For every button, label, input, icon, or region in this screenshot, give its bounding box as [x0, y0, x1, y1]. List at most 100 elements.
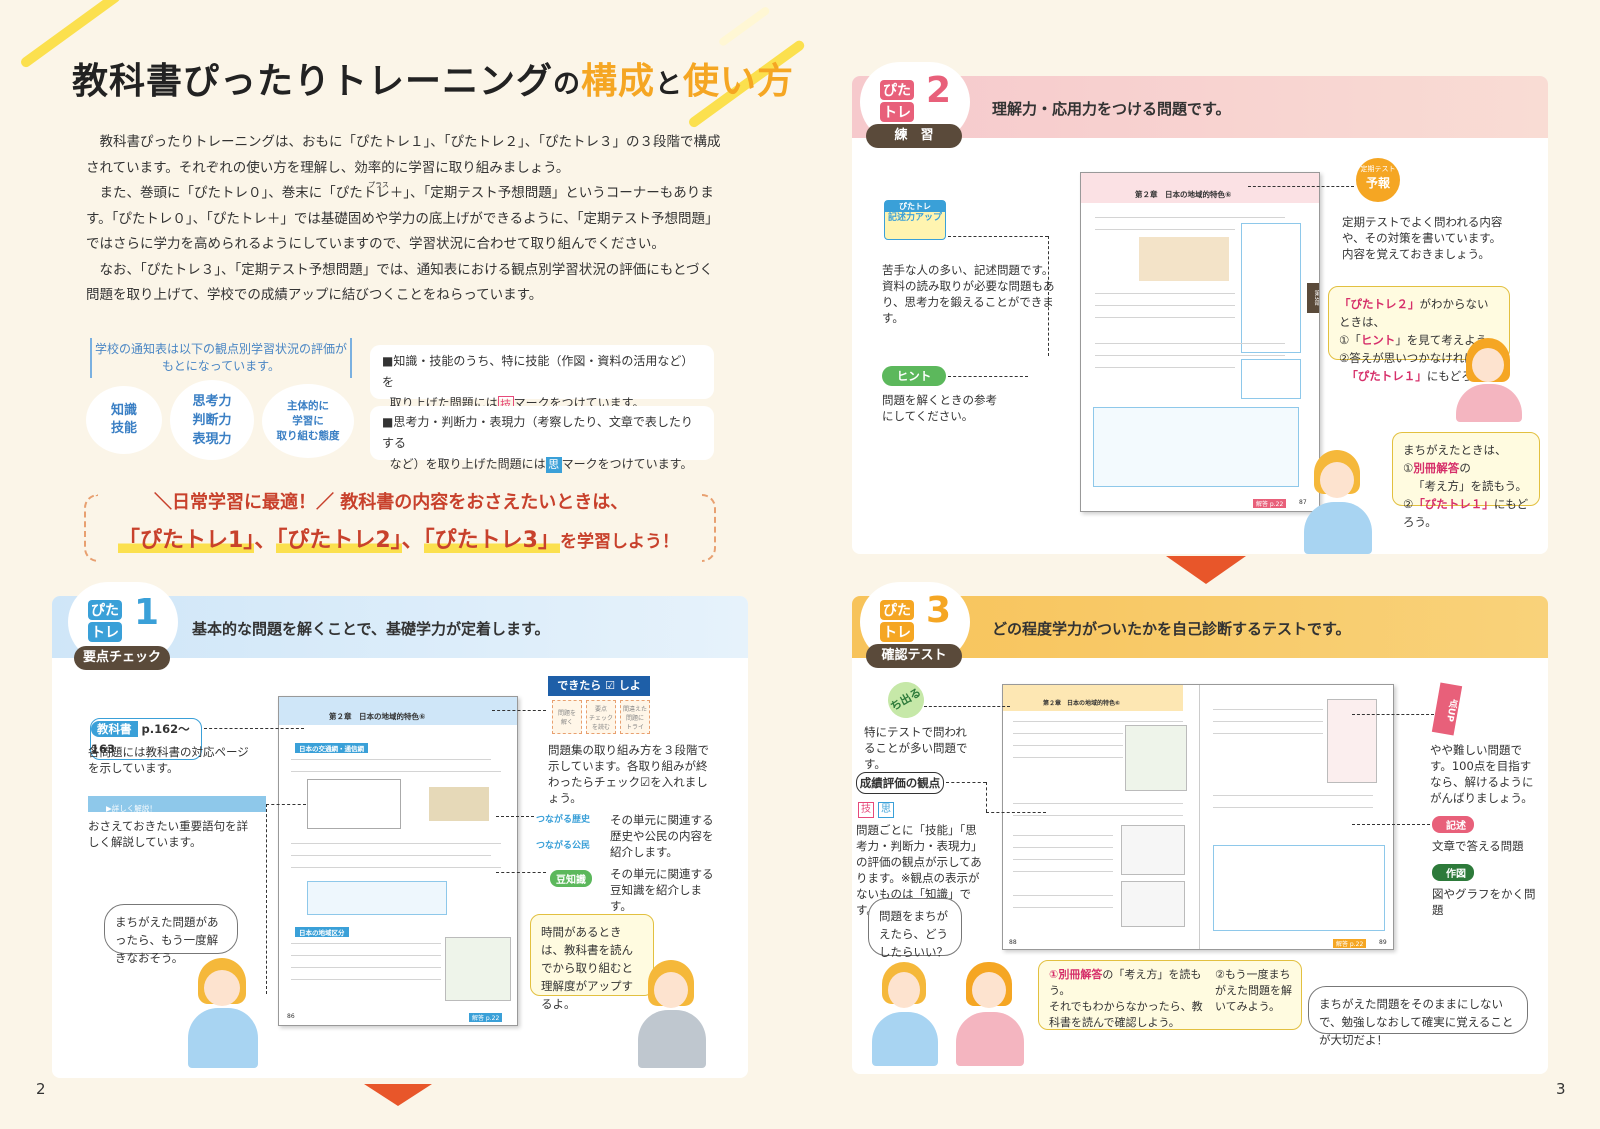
panel3-bubble-answer: ①別冊解答の「考え方」を読もう。それでもわからなかったら、教科書を読んで確認しよ…	[1038, 960, 1302, 1030]
panel3-doc-page-left: 88	[1009, 939, 1017, 946]
panel1-doc-header	[279, 697, 517, 725]
connector-line	[986, 812, 1046, 813]
connector-line	[948, 376, 1028, 377]
doc-line	[1013, 803, 1183, 804]
panel1-badge-top: ぴた	[88, 600, 122, 620]
panel1-doc-note-box	[307, 881, 447, 915]
bubble-answer-b: 別冊解答	[1058, 968, 1103, 981]
connector-line	[948, 236, 1048, 237]
rule2-line-b: など）を取り上げた問題には思マークをつけています。	[382, 454, 702, 475]
rule2-line-a: ■思考力・判断力・表現力（考察したり、文章で表したりする	[382, 415, 693, 450]
banner-sep-2: 、	[401, 528, 424, 553]
panel3-badge-top: ぴた	[880, 600, 914, 620]
doc-line	[1095, 217, 1285, 218]
circle-attitude: 主体的に 学習に 取り組む態度	[262, 384, 354, 458]
student-character-left	[866, 962, 944, 1066]
panel2-doc-figure	[1139, 237, 1229, 281]
student-character	[1298, 450, 1378, 554]
page-title: 教科書ぴったりトレーニングの構成と使い方	[72, 52, 794, 104]
panel3-doc-map	[1125, 725, 1187, 791]
panel1-doc-page-left: 86	[287, 1013, 295, 1020]
panel1-doc-image	[429, 787, 489, 821]
girl-face	[654, 972, 688, 1008]
panel3-kijutsu-desc: 文章で答える問題	[1432, 839, 1524, 853]
circle-thinking: 思考力 判断力 表現力	[170, 380, 254, 460]
shi-mark-icon: 思	[545, 456, 562, 473]
bubble-help-1b: がわからないときは、	[1339, 297, 1489, 329]
panel3-mark-shi-icon: 思	[878, 802, 894, 818]
doc-line	[1013, 847, 1113, 848]
panel1-dekitara-desc: 問題集の取り組み方を３段階で示しています。各取り組みが終わったらチェック☑を入れ…	[548, 743, 709, 805]
panel1-dekitara-step2: 要点 チェック を読む	[586, 700, 616, 734]
panel2-yoho-badge: 定期テスト 予報	[1356, 158, 1400, 202]
panel2-badge-num: 2	[926, 70, 952, 111]
circle-knowledge-label: 知識 技能	[110, 403, 137, 436]
bubble-mistake-line3: 「考え方」を読もう。	[1413, 479, 1527, 493]
doc-line	[1095, 355, 1285, 356]
panel1-dekitara-step1: 問題を 解く	[552, 700, 582, 734]
connector-line	[492, 710, 546, 711]
panel1-detail-label-text: ▶詳しく解説！	[106, 804, 157, 813]
doc-line	[291, 955, 441, 956]
title-part2: の	[553, 69, 582, 100]
girl-character-right	[632, 960, 712, 1068]
panel2-doc-answer-page: 解答 p.22	[1253, 499, 1287, 508]
bubble-help-1a: 「ぴたトレ２」	[1339, 297, 1420, 311]
rule1-line-a: ■知識・技能のうち、特に技能（作図・資料の活用など）を	[382, 354, 694, 389]
doc-line	[291, 967, 441, 968]
panel3-tenup-desc: やや難しい問題です。100点を目指すなら、解けるようにがんばりましょう。	[1430, 743, 1534, 805]
panel3-seiseki-desc: 問題ごとに「技能」「思考力・判断力・表現力」の評価の観点が示してあります。※観点…	[856, 823, 983, 917]
doc-line	[291, 979, 441, 980]
page-number-left: 2	[36, 1080, 46, 1098]
connector-line	[1352, 824, 1430, 825]
panel1-textbook-label: 教科書 p.162〜163	[90, 718, 202, 760]
panel1-mame-label: 豆知識	[550, 870, 592, 887]
panel1-badge-num: 1	[134, 592, 160, 633]
girl-body	[188, 1008, 258, 1068]
panel1-textbook-label-text: 教科書	[91, 721, 138, 737]
panel3-tokideru-desc: 特にテストで問われることが多い問題です。	[864, 725, 968, 771]
doc-line	[1213, 709, 1323, 710]
panel2-badge-top: ぴた	[880, 80, 914, 100]
intro-paragraph-1: 教科書ぴったりトレーニングは、おもに「ぴたトレ１」、「ぴたトレ２」、「ぴたトレ３…	[86, 134, 721, 176]
doc-line	[1095, 229, 1235, 230]
banner-pt2: 「ぴたトレ2」	[276, 528, 402, 553]
bubble-help-line3: ②答えが思いつかなければ、	[1339, 351, 1488, 365]
panel1-textbook-pages: p.162〜163	[91, 722, 190, 756]
doc-line	[1013, 757, 1123, 758]
panel3-title: どの程度学力がついたかを自己診断するテストです。	[992, 620, 1351, 638]
banner-pt3: 「ぴたトレ3」	[423, 528, 560, 553]
student-face	[888, 972, 920, 1008]
panel2-yoho-top: 定期テスト	[1360, 165, 1396, 173]
panel1-dekitara-step3: 間違えた 問題に トライ	[620, 700, 650, 734]
panel3-kijutsu-label: 記述	[1432, 816, 1474, 833]
connector-line	[946, 782, 986, 783]
connector-line	[266, 804, 306, 805]
panel3-doc-header	[1003, 685, 1183, 711]
panel1-tsunagaru-history: つながる歴史	[536, 815, 591, 825]
rule-box-gi: ■知識・技能のうち、特に技能（作図・資料の活用など）を 取り上げた問題には技マー…	[370, 345, 714, 412]
doc-line	[1013, 907, 1113, 908]
teacher-face	[1472, 348, 1504, 382]
panel2-doc-side-tab: 第3部	[1307, 283, 1319, 313]
title-part3: 構成	[581, 61, 656, 102]
panel3-doc-right-chart	[1327, 699, 1377, 783]
panel3-doc-answer-page: 解答 p.22	[1333, 939, 1367, 948]
panel1-doc-s10: 日本の地域区分	[295, 927, 349, 937]
doc-line	[1013, 895, 1113, 896]
doc-line	[291, 943, 441, 944]
panel1-doc-thumbnail: 第２章 日本の地域的特色⑥ 日本の交通網・通信網 日本の地域区分 86 解答 p…	[278, 696, 518, 1026]
intro-text: 教科書ぴったりトレーニングは、おもに「ぴたトレ１」、「ぴたトレ２」、「ぴたトレ３…	[86, 130, 726, 309]
panel3-badge-bottom: トレ	[880, 622, 914, 642]
panel2-doc-header	[1081, 173, 1319, 203]
doc-line	[1013, 733, 1123, 734]
connector-line	[266, 804, 267, 994]
girl-character-left	[180, 958, 266, 1068]
doc-line	[1213, 733, 1323, 734]
panel3-tenup-badge: 点UP	[1431, 682, 1463, 736]
panel2-bubble-help: 「ぴたトレ２」がわからないときは、 ①「ヒント」を見て考えよう。 ②答えが思いつ…	[1328, 286, 1510, 383]
banner-line1: ＼日常学習に最適！／ 教科書の内容をおさえたいときは、	[154, 492, 629, 513]
panel1-doc-chapter: 第２章 日本の地域的特色⑥	[329, 712, 426, 721]
doc-line	[1013, 745, 1123, 746]
panel2-hint-desc: 問題を解くときの参考にしてください。	[882, 393, 997, 423]
